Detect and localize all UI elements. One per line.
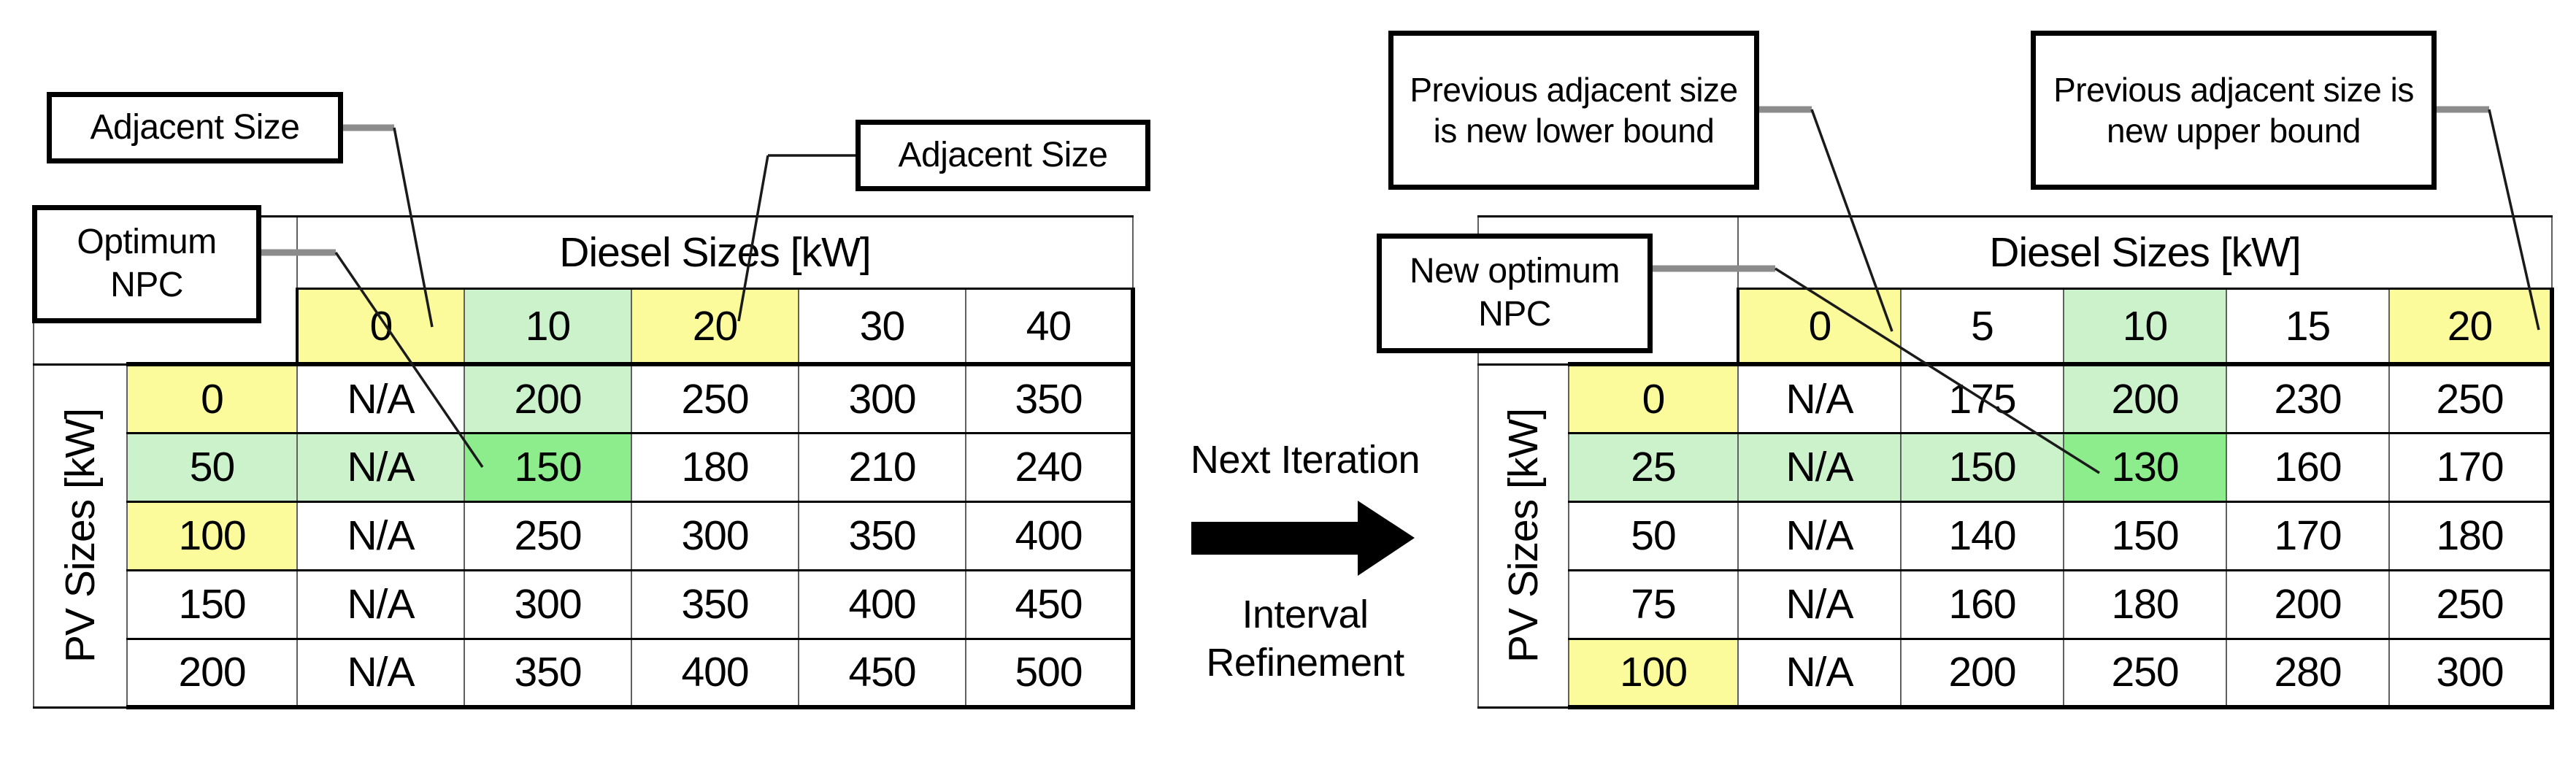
npc-value-cell: N/A <box>1737 500 1902 571</box>
npc-value-cell: 200 <box>1900 637 2064 709</box>
callout-new-optimum-npc: New optimum NPC <box>1377 234 1653 353</box>
diesel-size-col-header: 30 <box>798 288 966 366</box>
npc-value-cell: N/A <box>296 500 465 571</box>
arrow-head <box>1358 501 1415 576</box>
diesel-size-col-header: 0 <box>1737 288 1902 366</box>
npc-value-cell: 160 <box>2226 431 2390 503</box>
callout-adjacent-size-right: Adjacent Size <box>856 120 1150 191</box>
diesel-size-col-header: 10 <box>2063 288 2227 366</box>
npc-value-cell: N/A <box>1737 431 1902 503</box>
callout-previous-upper-bound: Previous adjacent size is new upper boun… <box>2031 31 2437 190</box>
diesel-sizes-title: Diesel Sizes [kW] <box>1737 215 2553 290</box>
npc-value-cell: 210 <box>798 431 966 503</box>
npc-value-cell: 300 <box>2388 637 2554 709</box>
npc-value-cell: 180 <box>2063 569 2227 640</box>
npc-value-cell: 400 <box>965 500 1135 571</box>
npc-value-cell: 300 <box>631 500 799 571</box>
pv-size-row-header: 150 <box>126 569 298 640</box>
diesel-size-col-header: 5 <box>1900 288 2064 366</box>
next-iteration-arrow <box>1191 501 1415 576</box>
callout-label: Adjacent Size <box>90 107 300 147</box>
npc-value-cell: 150 <box>464 431 632 503</box>
npc-value-cell: N/A <box>296 637 465 709</box>
diesel-size-col-header: 10 <box>464 288 632 366</box>
pv-sizes-axis-text: PV Sizes [kW] <box>57 408 104 663</box>
npc-value-cell: 200 <box>2226 569 2390 640</box>
diesel-size-col-header: 15 <box>2226 288 2390 366</box>
npc-value-cell: 450 <box>965 569 1135 640</box>
diesel-sizes-title: Diesel Sizes [kW] <box>296 215 1134 290</box>
npc-value-cell: 250 <box>464 500 632 571</box>
callout-label: Previous adjacent size is new upper boun… <box>2053 70 2414 150</box>
pv-size-row-header: 50 <box>126 431 298 503</box>
npc-value-cell: 500 <box>965 637 1135 709</box>
npc-value-cell: 300 <box>798 362 966 434</box>
npc-value-cell: 400 <box>631 637 799 709</box>
diesel-size-col-header: 0 <box>296 288 465 366</box>
npc-value-cell: 300 <box>464 569 632 640</box>
pv-sizes-axis-label: PV Sizes [kW] <box>33 363 128 709</box>
diesel-size-col-header: 20 <box>2388 288 2554 366</box>
npc-value-cell: N/A <box>1737 637 1902 709</box>
npc-value-cell: 140 <box>1900 500 2064 571</box>
npc-value-cell: N/A <box>1737 569 1902 640</box>
next-iteration-label: Next Iteration <box>1190 438 1420 482</box>
npc-value-cell: 350 <box>798 500 966 571</box>
callout-previous-lower-bound: Previous adjacent size is new lower boun… <box>1388 31 1759 190</box>
npc-value-cell: N/A <box>296 569 465 640</box>
npc-value-cell: 150 <box>2063 500 2227 571</box>
npc-value-cell: 130 <box>2063 431 2227 503</box>
npc-value-cell: 250 <box>2388 569 2554 640</box>
pv-size-row-header: 75 <box>1568 569 1739 640</box>
npc-value-cell: 200 <box>464 362 632 434</box>
pv-sizes-axis-text: PV Sizes [kW] <box>1500 408 1547 663</box>
npc-value-cell: 180 <box>631 431 799 503</box>
npc-value-cell: 200 <box>2063 362 2227 434</box>
callout-label: Previous adjacent size is new lower boun… <box>1410 70 1738 150</box>
pv-sizes-axis-label: PV Sizes [kW] <box>1477 363 1569 709</box>
npc-value-cell: N/A <box>1737 362 1902 434</box>
npc-value-cell: N/A <box>296 431 465 503</box>
pv-size-row-header: 25 <box>1568 431 1739 503</box>
pv-size-row-header: 200 <box>126 637 298 709</box>
pv-size-row-header: 100 <box>126 500 298 571</box>
npc-value-cell: 250 <box>2388 362 2554 434</box>
callout-optimum-npc: Optimum NPC <box>32 205 261 323</box>
npc-value-cell: 280 <box>2226 637 2390 709</box>
npc-value-cell: 170 <box>2226 500 2390 571</box>
npc-value-cell: 250 <box>631 362 799 434</box>
npc-value-cell: 180 <box>2388 500 2554 571</box>
npc-value-cell: 250 <box>2063 637 2227 709</box>
npc-value-cell: 450 <box>798 637 966 709</box>
npc-value-cell: N/A <box>296 362 465 434</box>
interval-refinement-label: Interval Refinement <box>1206 593 1404 685</box>
pv-size-row-header: 0 <box>126 362 298 434</box>
diesel-size-col-header: 20 <box>631 288 799 366</box>
callout-label: Adjacent Size <box>898 135 1108 174</box>
npc-value-cell: 230 <box>2226 362 2390 434</box>
npc-value-cell: 350 <box>464 637 632 709</box>
npc-value-cell: 175 <box>1900 362 2064 434</box>
pv-size-row-header: 50 <box>1568 500 1739 571</box>
callout-adjacent-size-left: Adjacent Size <box>47 92 343 163</box>
pv-size-row-header: 100 <box>1568 637 1739 709</box>
npc-value-cell: 150 <box>1900 431 2064 503</box>
npc-value-cell: 170 <box>2388 431 2554 503</box>
npc-value-cell: 350 <box>965 362 1135 434</box>
callout-label: New optimum NPC <box>1410 252 1620 334</box>
npc-value-cell: 240 <box>965 431 1135 503</box>
npc-value-cell: 350 <box>631 569 799 640</box>
diesel-size-col-header: 40 <box>965 288 1135 366</box>
arrow-shaft <box>1191 522 1358 555</box>
pv-size-row-header: 0 <box>1568 362 1739 434</box>
npc-value-cell: 160 <box>1900 569 2064 640</box>
callout-label: Optimum NPC <box>77 223 217 304</box>
npc-value-cell: 400 <box>798 569 966 640</box>
